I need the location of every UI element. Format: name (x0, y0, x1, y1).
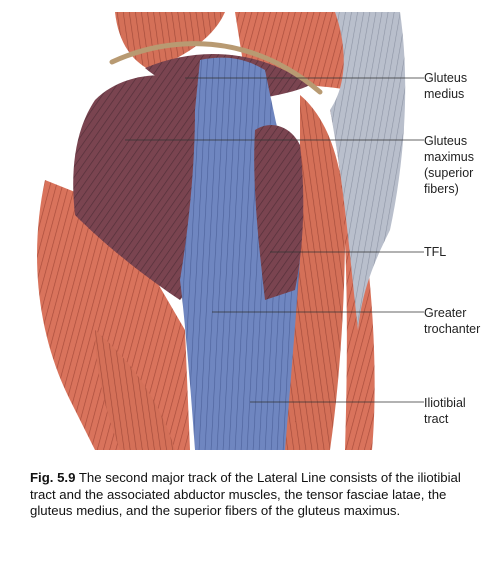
figure-caption: Fig. 5.9 The second major track of the L… (30, 470, 470, 520)
label-gluteus-maximus: Gluteus maximus (superior fibers) (424, 134, 475, 196)
label-iliotibial-tract: Iliotibial tract (424, 396, 466, 426)
caption-text: The second major track of the Lateral Li… (30, 470, 461, 518)
hamstring-lower (95, 330, 175, 450)
iliac-crest (109, 41, 323, 95)
anatomy-illustration (37, 12, 424, 450)
posterior-thigh-muscles (37, 180, 191, 450)
external-oblique (330, 12, 406, 330)
tfl-shape (254, 125, 304, 300)
label-greater-trochanter: Greater trochanter (424, 306, 481, 336)
leader-lines (125, 77, 424, 403)
vastus-lateralis (280, 95, 345, 450)
rectus-femoris (330, 110, 375, 450)
label-tfl: TFL (424, 245, 447, 259)
figure-number: Fig. 5.9 (30, 470, 76, 485)
lumbar-muscles (115, 12, 225, 70)
gluteus-maximus-shape (73, 75, 206, 301)
label-gluteus-medius: Gluteus medius (424, 71, 468, 101)
